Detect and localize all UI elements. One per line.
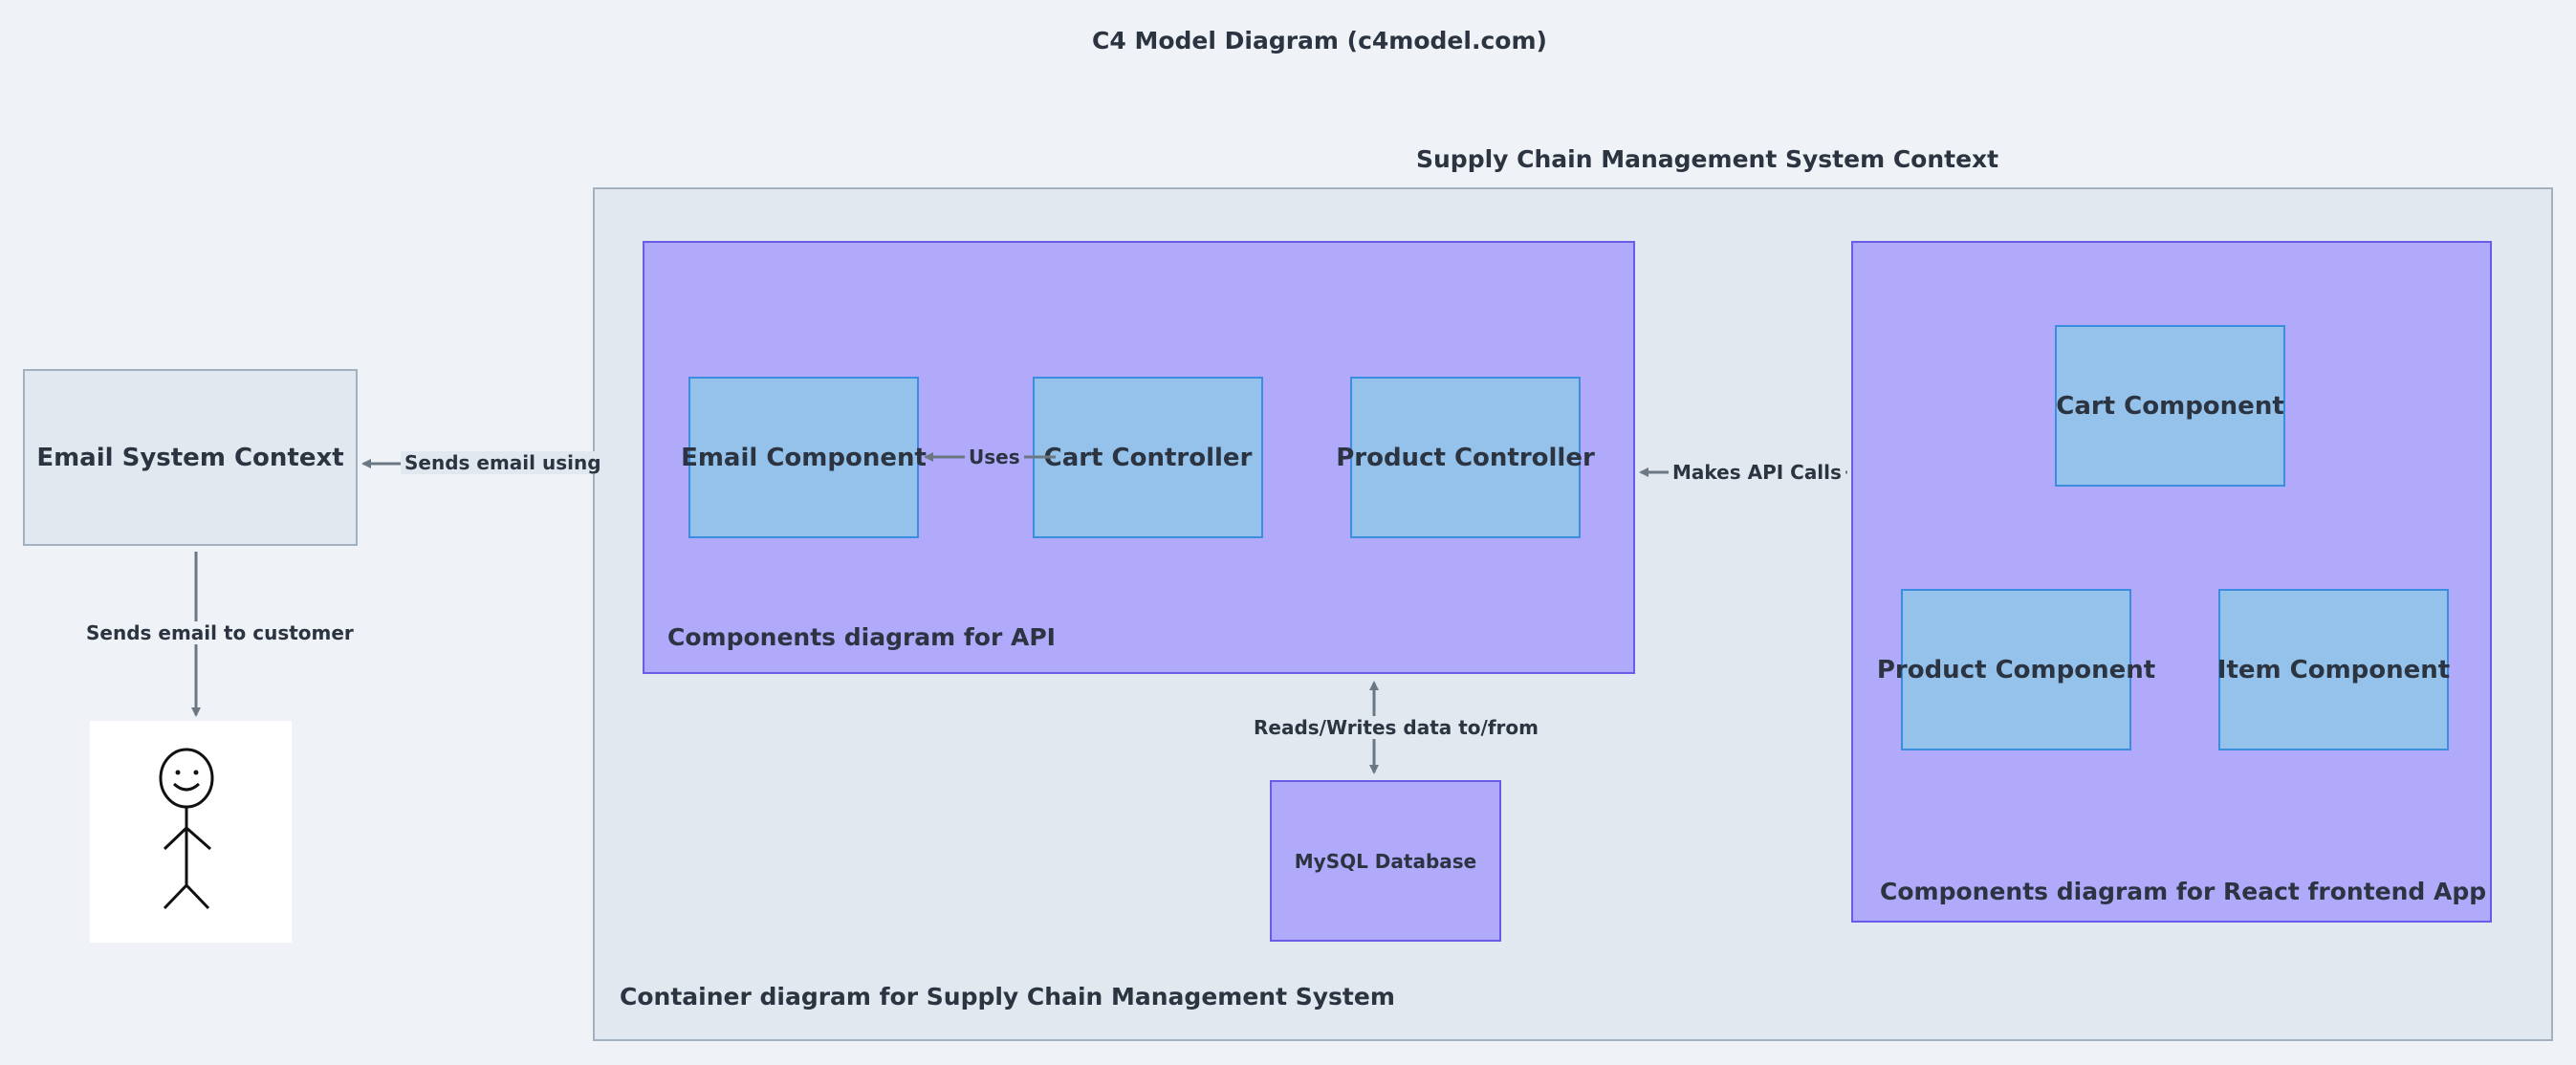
label-sends-email-to-customer: Sends email to customer bbox=[82, 621, 358, 644]
email-system-box[interactable]: Email System Context bbox=[23, 369, 358, 546]
item-component-label: Item Component bbox=[2216, 655, 2451, 685]
mysql-database-box[interactable]: MySQL Database bbox=[1270, 780, 1501, 942]
product-component-box[interactable]: Product Component bbox=[1877, 589, 2155, 750]
label-reads-writes: Reads/Writes data to/from bbox=[1250, 716, 1542, 739]
stick-figure-icon bbox=[159, 748, 214, 910]
product-controller-label: Product Controller bbox=[1336, 443, 1595, 472]
diagram-title: C4 Model Diagram (c4model.com) bbox=[1092, 27, 1547, 54]
label-uses: Uses bbox=[965, 446, 1024, 468]
cart-component-box[interactable]: Cart Component bbox=[2055, 325, 2285, 487]
label-makes-api-calls: Makes API Calls bbox=[1669, 461, 1845, 484]
system-context-title: Supply Chain Management System Context bbox=[1416, 145, 1999, 173]
cart-controller-box[interactable]: Cart Controller bbox=[1033, 377, 1263, 538]
mysql-database-label: MySQL Database bbox=[1294, 849, 1477, 873]
container-diagram-caption: Container diagram for Supply Chain Manag… bbox=[620, 983, 1395, 1011]
label-sends-email-using: Sends email using bbox=[401, 451, 605, 474]
email-system-label: Email System Context bbox=[36, 443, 344, 472]
cart-component-label: Cart Component bbox=[2056, 391, 2284, 421]
customer-actor[interactable] bbox=[90, 721, 292, 943]
email-component-box[interactable]: Email Component bbox=[681, 377, 927, 538]
item-component-box[interactable]: Item Component bbox=[2216, 589, 2451, 750]
email-component-label: Email Component bbox=[681, 443, 927, 472]
api-components-caption: Components diagram for API bbox=[667, 623, 1056, 651]
product-component-label: Product Component bbox=[1876, 655, 2156, 685]
product-controller-box[interactable]: Product Controller bbox=[1336, 377, 1595, 538]
frontend-components-caption: Components diagram for React frontend Ap… bbox=[1880, 878, 2487, 905]
cart-controller-label: Cart Controller bbox=[1043, 443, 1253, 472]
